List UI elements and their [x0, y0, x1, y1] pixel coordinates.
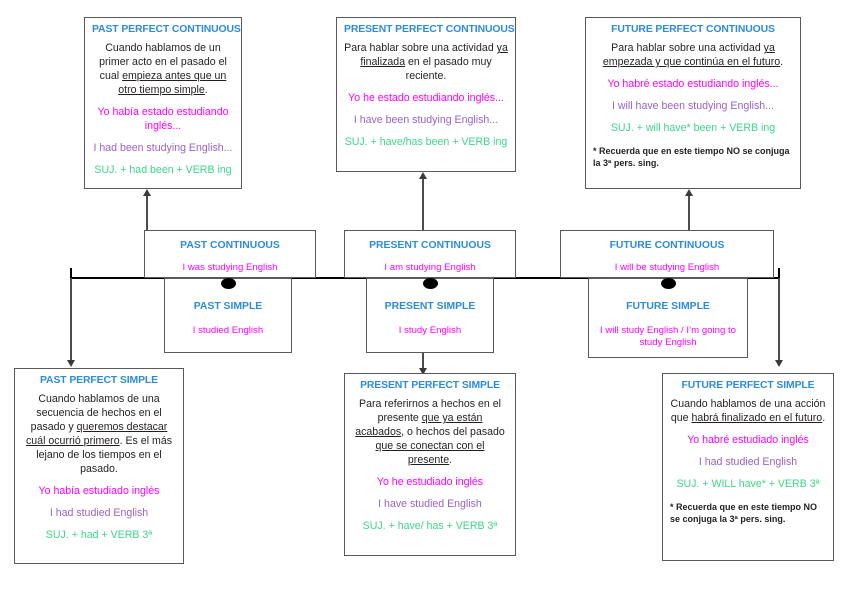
card-description: Cuando hablamos de una acción que habrá …	[670, 398, 826, 425]
card-title: PAST PERFECT CONTINUOUS	[92, 24, 241, 35]
card-description: Para hablar sobre una actividad ya final…	[344, 42, 508, 83]
card-present-perfect-continuous: PRESENT PERFECT CONTINUOUS Para hablar s…	[336, 17, 516, 172]
card-title: FUTURE SIMPLE	[626, 301, 710, 312]
card-past-simple: PAST SIMPLE I studied English	[164, 278, 292, 353]
connector-present-perfect-simple-down	[422, 353, 424, 370]
card-example: I was studying English	[182, 262, 278, 274]
card-english-example: I will have been studying English...	[612, 100, 774, 113]
card-english-example: I have studied English	[378, 498, 482, 511]
timeline-right-cap	[778, 268, 780, 278]
card-english-example: I have been studying English...	[353, 114, 499, 127]
card-present-simple: PRESENT SIMPLE I study English	[366, 278, 494, 353]
card-description: Para referirnos a hechos en el presente …	[355, 398, 505, 467]
card-english-example: I had studied English	[698, 456, 798, 469]
card-note: * Recuerda que en este tiempo NO se conj…	[593, 145, 790, 168]
card-spanish-example: Yo habré estudiado inglés	[687, 434, 809, 447]
card-spanish-example: Yo he estudiado inglés	[376, 476, 484, 489]
card-past-perfect-continuous: PAST PERFECT CONTINUOUS Cuando hablamos …	[84, 17, 242, 189]
card-description: Cuando hablamos de un primer acto en el …	[99, 42, 227, 97]
card-example: I study English	[398, 325, 462, 337]
arrow-down-icon	[67, 360, 75, 367]
card-example: I studied English	[192, 325, 264, 337]
card-title: FUTURE PERFECT CONTINUOUS	[611, 24, 775, 35]
card-title: PAST SIMPLE	[193, 301, 263, 312]
card-past-continuous: PAST CONTINUOUS I was studying English	[144, 230, 316, 278]
card-title: FUTURE PERFECT SIMPLE	[681, 380, 815, 391]
card-title: PRESENT PERFECT CONTINUOUS	[344, 24, 515, 35]
card-description: Cuando hablamos de una secuencia de hech…	[25, 393, 173, 476]
arrow-down-icon	[775, 360, 783, 367]
card-formula: SUJ. + have/ has + VERB 3ª	[362, 519, 498, 532]
card-title: FUTURE CONTINUOUS	[609, 240, 725, 251]
card-present-perfect-simple: PRESENT PERFECT SIMPLE Para referirnos a…	[344, 373, 516, 556]
timeline-dot-future	[661, 278, 676, 289]
arrow-up-icon	[685, 189, 693, 196]
card-english-example: I had studied English	[49, 507, 149, 520]
card-formula: SUJ. + WILL have* + VERB 3ª	[676, 477, 820, 490]
timeline-dot-present	[423, 278, 438, 289]
card-future-perfect-simple: FUTURE PERFECT SIMPLE Cuando hablamos de…	[662, 373, 834, 561]
card-formula: SUJ. + will have* been + VERB ing	[610, 121, 776, 134]
arrow-up-icon	[143, 189, 151, 196]
connector-present-continuous-up	[422, 179, 424, 230]
card-note: * Recuerda que en este tiempo NO se conj…	[670, 501, 818, 524]
connector-past-perfect-simple-down	[70, 278, 72, 361]
timeline-dot-past	[221, 278, 236, 289]
card-spanish-example: Yo he estado estudiando inglés...	[348, 92, 504, 105]
arrow-up-icon	[419, 172, 427, 179]
card-formula: SUJ. + have/has been + VERB ing	[344, 135, 508, 148]
card-title: PAST PERFECT SIMPLE	[40, 375, 158, 386]
card-title: PRESENT PERFECT SIMPLE	[360, 380, 500, 391]
card-title: PRESENT CONTINUOUS	[369, 240, 491, 251]
card-description: Para hablar sobre una actividad ya empez…	[602, 42, 784, 69]
card-example: I will study English / I’m going to stud…	[600, 325, 736, 349]
connector-future-perfect-simple-down	[778, 278, 780, 361]
card-spanish-example: Yo había estudiado inglés	[38, 485, 160, 498]
card-past-perfect-simple: PAST PERFECT SIMPLE Cuando hablamos de u…	[14, 368, 184, 564]
card-formula: SUJ. + had been + VERB ing	[94, 163, 232, 176]
card-title: PRESENT SIMPLE	[384, 301, 476, 312]
card-future-perfect-continuous: FUTURE PERFECT CONTINUOUS Para hablar so…	[585, 17, 801, 189]
card-example: I will be studying English	[614, 262, 720, 274]
timeline-left-cap	[70, 268, 72, 278]
card-example: I am studying English	[384, 262, 476, 274]
card-formula: SUJ. + had + VERB 3ª	[45, 528, 153, 541]
card-present-continuous: PRESENT CONTINUOUS I am studying English	[344, 230, 516, 278]
card-english-example: I had been studying English...	[93, 141, 233, 154]
card-spanish-example: Yo habré estado estudiando inglés...	[607, 78, 779, 91]
card-future-continuous: FUTURE CONTINUOUS I will be studying Eng…	[560, 230, 774, 278]
connector-past-continuous-up	[146, 196, 148, 230]
card-future-simple: FUTURE SIMPLE I will study English / I’m…	[588, 278, 748, 358]
card-title: PAST CONTINUOUS	[180, 240, 280, 251]
arrow-down-icon	[419, 368, 427, 375]
connector-future-continuous-up	[688, 196, 690, 230]
card-spanish-example: Yo había estado estudiando inglés...	[97, 106, 229, 133]
